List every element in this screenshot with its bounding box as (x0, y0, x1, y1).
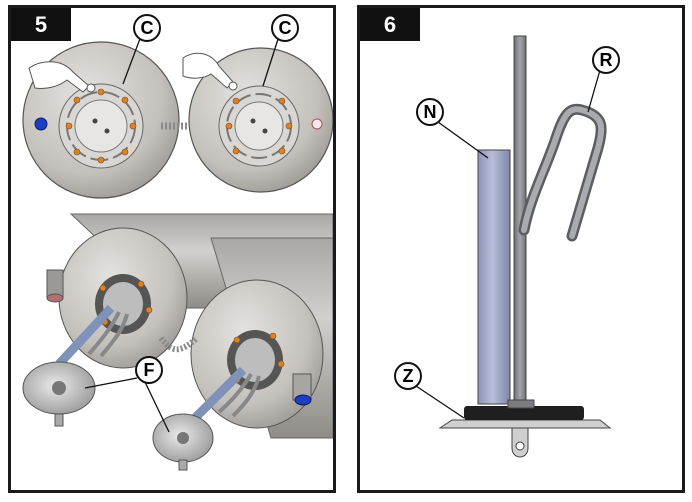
step-6-illustration: N R Z (394, 35, 620, 458)
callout-label: Z (403, 366, 414, 386)
callout-r: R (587, 46, 620, 113)
callout-z: Z (394, 362, 465, 419)
callout-label: F (144, 360, 155, 380)
removed-heating-element-right (152, 366, 261, 471)
callout-label: C (279, 18, 292, 38)
callout-label: R (600, 50, 613, 70)
removed-heating-element-left (22, 304, 129, 427)
step-5-illustration: C C (22, 14, 333, 471)
callout-n: N (416, 98, 489, 159)
callout-label: C (141, 18, 154, 38)
magnesium-anode (477, 149, 511, 405)
base-flange (438, 399, 612, 458)
step-number-badge: 6 (360, 8, 420, 41)
step-number-badge: 5 (11, 8, 71, 41)
left-tank-end (22, 41, 180, 199)
callout-c-right: C (262, 14, 299, 87)
right-tank-end (182, 47, 333, 193)
step-5-panel: 5 (8, 5, 336, 493)
callout-c-left: C (122, 14, 161, 85)
step-6-panel: 6 (357, 5, 685, 493)
callout-label: N (424, 102, 437, 122)
callout-f: F (84, 356, 170, 433)
